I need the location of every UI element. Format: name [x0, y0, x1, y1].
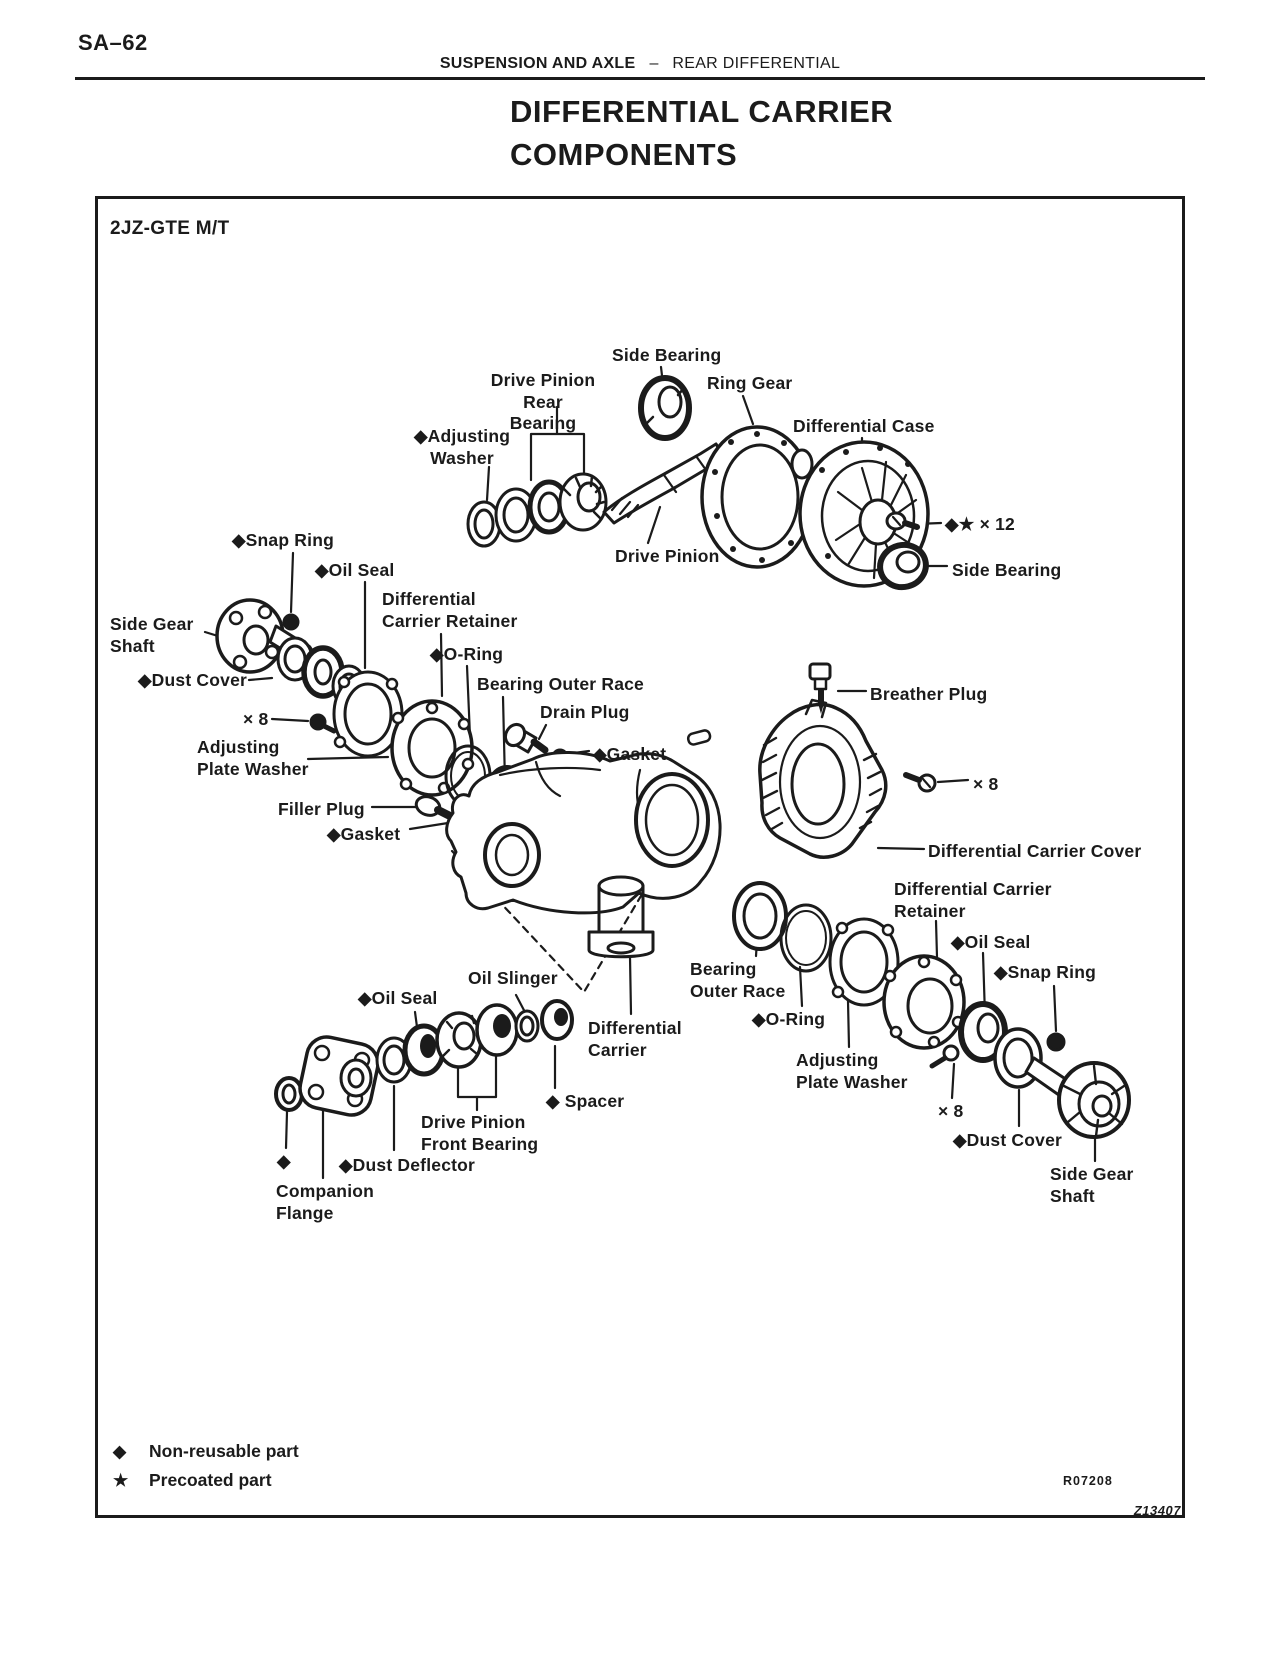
figure-ref-code: R07208 [1063, 1474, 1113, 1488]
part-side-bearing-lower [877, 541, 929, 591]
part-companion-flange [298, 1035, 380, 1117]
scan-corner-code: Z13407 [1132, 1503, 1183, 1518]
part-adjusting-washer [466, 487, 538, 548]
header-section: SUSPENSION AND AXLE [439, 55, 636, 72]
part-differential-carrier-cover [758, 698, 888, 859]
part-snap-ring-right [1046, 1032, 1066, 1052]
legend-precoated: ★ Precoated part [113, 1470, 299, 1499]
part-bearing-outer-race-bottom [732, 881, 788, 951]
variant-label: 2JZ-GTE M/T [110, 218, 230, 239]
page-title: DIFFERENTIAL CARRIER COMPONENTS [510, 94, 894, 172]
legend-non-reusable: ◆ Non-reusable part [113, 1441, 299, 1470]
part-companion-flange-nut [274, 1076, 304, 1112]
diamond-symbol: ◆ [113, 1442, 127, 1461]
part-filler-plug [414, 795, 456, 821]
part-drain-plug [503, 722, 549, 754]
header-subsection: REAR DIFFERENTIAL [672, 55, 841, 72]
part-cover-bolt [903, 772, 937, 793]
legend-precoated-text: Precoated part [149, 1470, 272, 1490]
part-side-bearing-upper [638, 375, 692, 441]
part-retainer-bolt-left [309, 713, 337, 734]
part-diff-carrier-retainer-right [882, 954, 966, 1050]
part-side-gear-shaft-right [1024, 1056, 1131, 1139]
header-rule [75, 77, 1205, 80]
part-oil-slinger [514, 1009, 540, 1043]
part-differential-carrier [445, 729, 722, 959]
part-drive-pinion-rear-bearing [527, 472, 608, 535]
page-code: SA–62 [78, 30, 148, 55]
part-breather-plug [808, 662, 832, 714]
part-adjusting-plate-washer-right [828, 917, 901, 1007]
star-symbol: ★ [113, 1471, 129, 1490]
part-retainer-bolt-right [929, 1044, 960, 1069]
figure-legend: ◆ Non-reusable part ★ Precoated part [113, 1441, 299, 1499]
part-snap-ring-left [282, 613, 300, 631]
part-case-bolt [885, 511, 920, 531]
legend-non-reusable-text: Non-reusable part [149, 1441, 299, 1461]
figure-box [95, 196, 1185, 1518]
part-o-ring-bottom [779, 903, 833, 973]
part-spacer [540, 999, 574, 1041]
part-drive-pinion-front-bearing [435, 1003, 519, 1069]
part-oil-seal-right [958, 1001, 1008, 1063]
header-dash: – [649, 55, 659, 72]
part-ring-gear [700, 425, 814, 569]
running-header: SUSPENSION AND AXLE–REAR DIFFERENTIAL [0, 55, 1280, 73]
